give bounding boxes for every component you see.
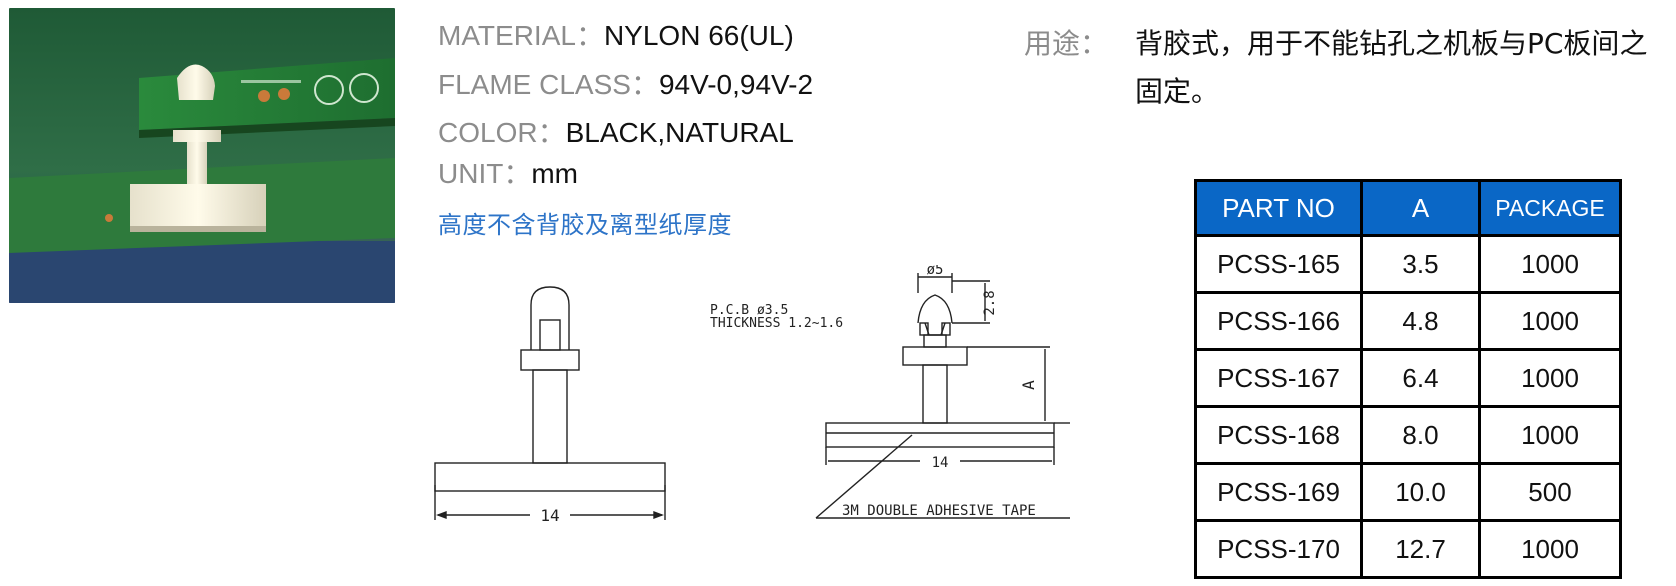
cell-package: 1000	[1478, 405, 1622, 465]
header-part-no: PART NO	[1194, 179, 1363, 237]
cell-package: 500	[1478, 462, 1622, 522]
dim-height-label: 2.8	[982, 290, 998, 315]
cell-a: 10.0	[1360, 462, 1481, 522]
usage-text: 背胶式，用于不能钻孔之机板与PC板间之固定。	[1135, 27, 1648, 108]
height-note: 高度不含背胶及离型纸厚度	[438, 211, 732, 239]
dim-width-label-2: 14	[932, 455, 949, 471]
table-row: PCSS-165 3.5 1000	[1194, 234, 1622, 294]
usage-label: 用途：	[1024, 27, 1109, 60]
table-row: PCSS-168 8.0 1000	[1194, 405, 1622, 465]
spec-value: 94V-0,94V-2	[658, 69, 814, 100]
cell-a: 12.7	[1360, 519, 1481, 579]
spec-color: COLOR：BLACK,NATURAL	[438, 117, 794, 149]
dim-width-label: 14	[540, 506, 559, 525]
cell-package: 1000	[1478, 348, 1622, 408]
spec-material: MATERIAL：NYLON 66(UL)	[438, 20, 794, 52]
pcb-label-2: THICKNESS 1.2~1.6	[710, 316, 843, 331]
parts-table: PART NO A PACKAGE PCSS-165 3.5 1000 PCSS…	[1194, 179, 1622, 579]
dim-a-label: A	[1019, 380, 1038, 390]
spec-value: mm	[531, 158, 578, 189]
spec-value: NYLON 66(UL)	[603, 20, 794, 51]
table-header-row: PART NO A PACKAGE	[1194, 179, 1622, 237]
cell-part-no: PCSS-170	[1194, 519, 1363, 579]
spec-key: FLAME CLASS：	[438, 69, 659, 100]
spec-unit: UNIT：mm	[438, 158, 578, 190]
front-view: ø5 2.8 A 14 P.C.B ø3.5 THICKNESS 1.2~1.6…	[710, 265, 1070, 519]
cell-part-no: PCSS-168	[1194, 405, 1363, 465]
header-a: A	[1360, 179, 1481, 237]
cell-a: 8.0	[1360, 405, 1481, 465]
spec-value: BLACK,NATURAL	[565, 117, 794, 148]
table-row: PCSS-170 12.7 1000	[1194, 519, 1622, 579]
cell-part-no: PCSS-166	[1194, 291, 1363, 351]
side-view: 14	[434, 286, 666, 525]
cell-part-no: PCSS-169	[1194, 462, 1363, 522]
cell-a: 3.5	[1360, 234, 1481, 294]
product-photo	[9, 8, 395, 303]
dim-top-label: ø5	[927, 265, 944, 278]
cell-package: 1000	[1478, 234, 1622, 294]
cell-a: 6.4	[1360, 348, 1481, 408]
table-row: PCSS-169 10.0 500	[1194, 462, 1622, 522]
spec-flame-class: FLAME CLASS：94V-0,94V-2	[438, 69, 813, 101]
pcb-label-1: P.C.B ø3.5	[710, 303, 788, 318]
cell-a: 4.8	[1360, 291, 1481, 351]
spec-key: MATERIAL：	[438, 20, 604, 51]
cell-part-no: PCSS-165	[1194, 234, 1363, 294]
spec-key: COLOR：	[438, 117, 566, 148]
technical-drawing: 14 ø5 2.8 A 14 P.C.B ø3.5 THICK	[434, 265, 1070, 525]
tape-label: 3M DOUBLE ADHESIVE TAPE	[842, 503, 1036, 519]
table-row: PCSS-167 6.4 1000	[1194, 348, 1622, 408]
cell-package: 1000	[1478, 291, 1622, 351]
header-package: PACKAGE	[1478, 179, 1622, 237]
cell-part-no: PCSS-167	[1194, 348, 1363, 408]
spec-key: UNIT：	[438, 158, 532, 189]
cell-package: 1000	[1478, 519, 1622, 579]
table-row: PCSS-166 4.8 1000	[1194, 291, 1622, 351]
